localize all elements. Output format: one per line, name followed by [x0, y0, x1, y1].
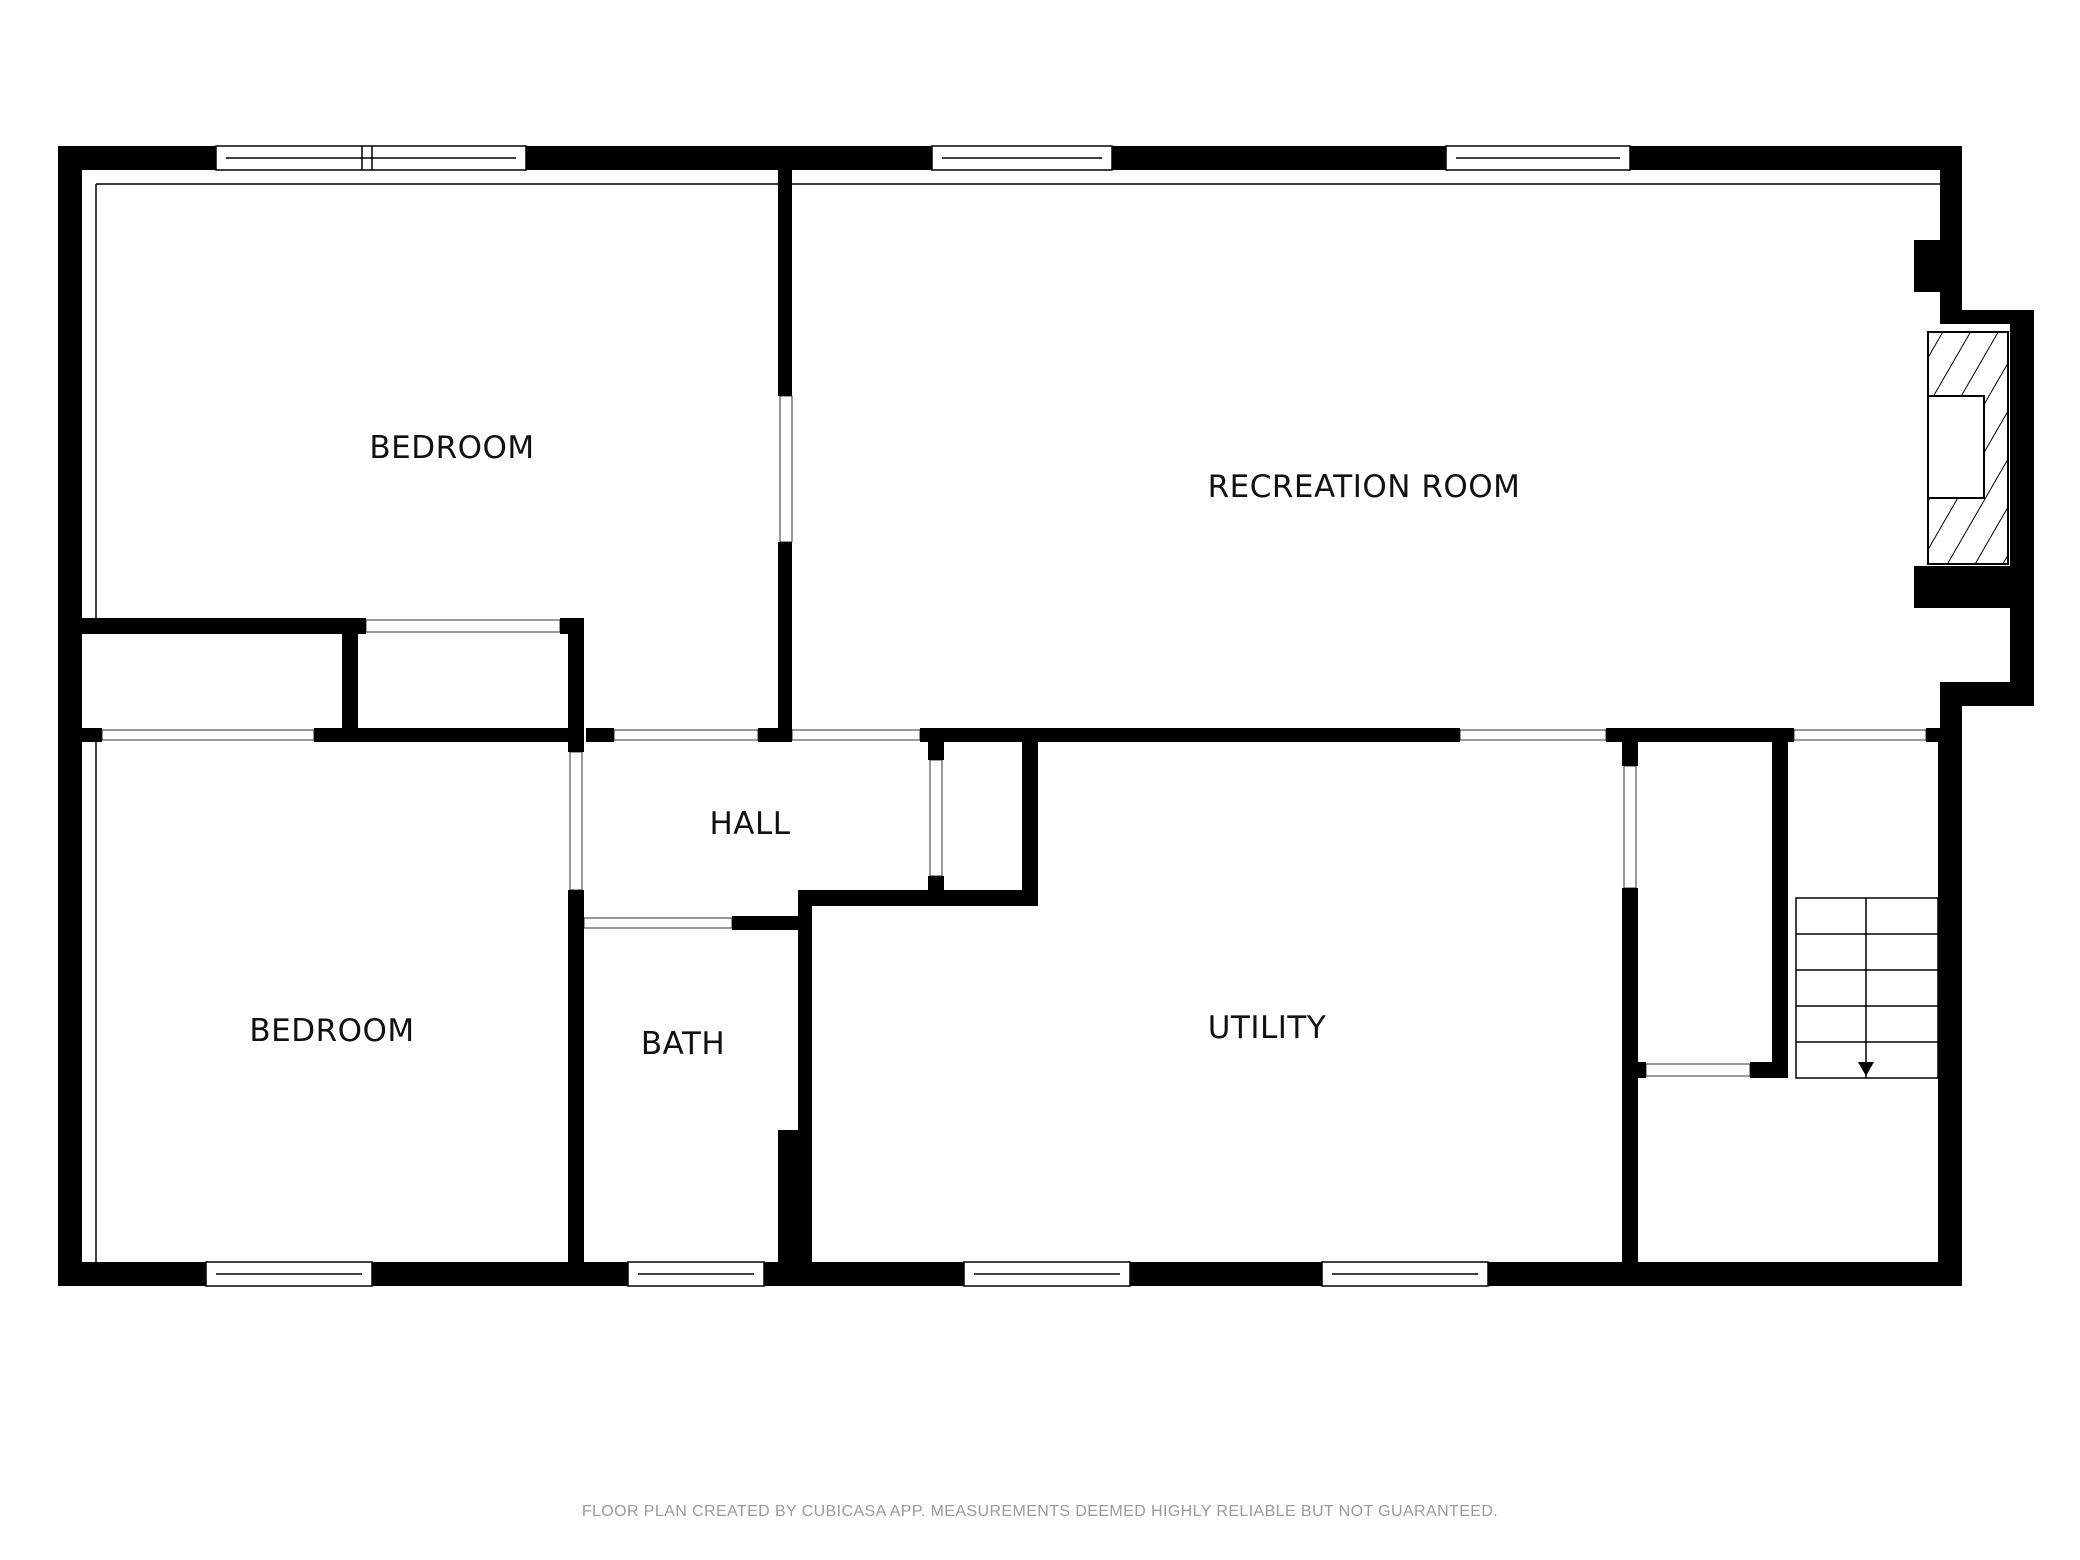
room-labels: BEDROOM RECREATION ROOM HALL BEDROOM BAT…	[249, 430, 1520, 1062]
walls	[58, 146, 2034, 1286]
room-label-hall: HALL	[709, 806, 790, 842]
stairs-down-arrow-icon	[1795, 897, 1939, 1079]
room-label-bath: BATH	[641, 1026, 725, 1062]
footer-disclaimer: FLOOR PLAN CREATED BY CUBICASA APP. MEAS…	[581, 1503, 1499, 1520]
room-label-bedroom-lower: BEDROOM	[249, 1013, 414, 1049]
room-label-recreation-room: RECREATION ROOM	[1208, 469, 1521, 505]
door-openings	[101, 395, 1927, 1077]
room-label-utility: UTILITY	[1208, 1010, 1327, 1046]
windows	[205, 145, 1631, 1287]
fireplace-hatch-icon	[1927, 331, 2009, 565]
room-label-bedroom-upper: BEDROOM	[369, 430, 534, 466]
interior-lines	[95, 183, 1940, 1262]
